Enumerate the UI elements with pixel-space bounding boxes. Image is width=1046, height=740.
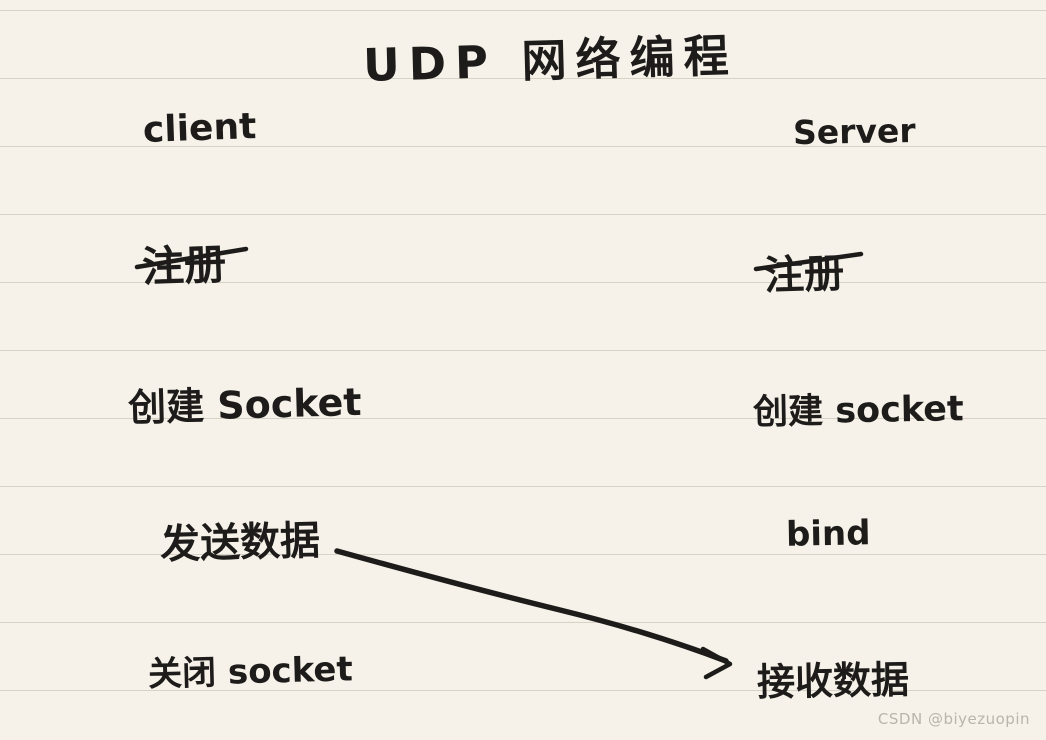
server-step-register: 注册 [763, 250, 845, 300]
client-step-register: 注册 [141, 239, 227, 292]
client-step-send-data: 发送数据 [159, 517, 321, 569]
server-step-receive-data: 接收数据 [756, 657, 910, 705]
server-step-create-socket: 创建 socket [752, 389, 965, 433]
server-step-bind: bind [785, 513, 871, 555]
send-to-receive-arrow [334, 548, 729, 664]
client-step-create-socket: 创建 Socket [127, 379, 363, 431]
server-column-header: Server [792, 110, 916, 153]
client-column-header: client [142, 106, 257, 151]
client-step-close-socket: 关闭 socket [147, 649, 354, 695]
send-to-receive-arrowhead [700, 646, 733, 680]
page-title: UDP 网络编程 [362, 29, 739, 92]
csdn-watermark: CSDN @biyezuopin [877, 710, 1030, 728]
